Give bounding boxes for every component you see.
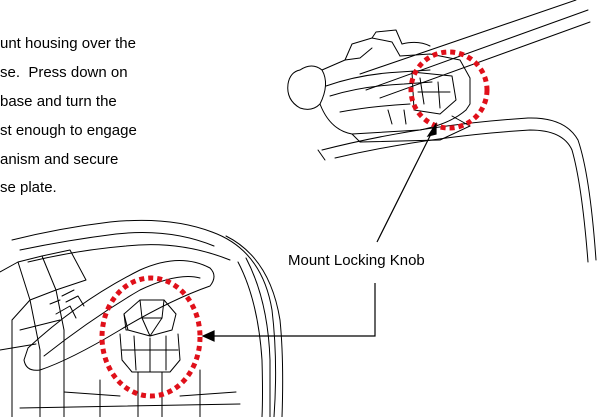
bottom-knob-illustration: [0, 219, 284, 417]
bottom-leader-line: [212, 283, 376, 337]
bottom-highlight-circle: [99, 275, 203, 399]
top-leader-line: [376, 131, 433, 243]
instruction-line: se. Press down on: [0, 64, 128, 81]
instruction-line: unt housing over the: [0, 35, 136, 52]
instruction-line: se plate.: [0, 179, 57, 196]
instruction-line: anism and secure: [0, 151, 119, 168]
top-mount-illustration: [287, 0, 597, 263]
callout-leaders: [201, 122, 437, 342]
instruction-line: st enough to engage: [0, 122, 137, 139]
callout-label: Mount Locking Knob: [288, 252, 425, 269]
bottom-leader-arrowhead: [201, 330, 215, 342]
instruction-text-block: unt housing over the se. Press down on b…: [0, 0, 260, 200]
top-leader-arrowhead: [426, 122, 437, 137]
instruction-line: base and turn the: [0, 93, 117, 110]
top-highlight-circle: [408, 49, 490, 131]
